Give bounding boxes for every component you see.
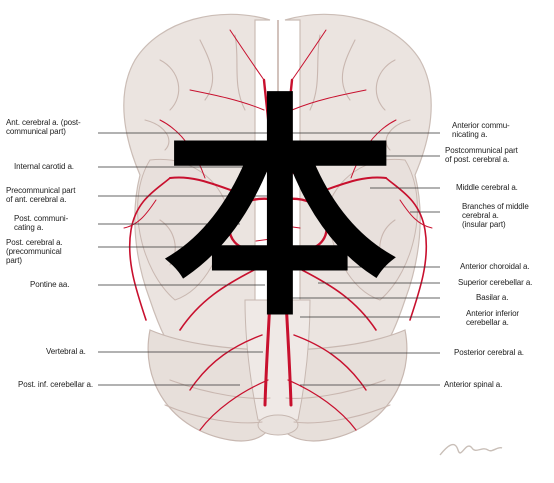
label-anterior-inferior-cerebellar: Anterior inferior cerebellar a.: [466, 309, 519, 327]
artist-signature: [440, 445, 502, 455]
label-posterior-cerebral: Posterior cerebral a.: [454, 348, 524, 357]
label-anterior-choroidal: Anterior choroidal a.: [460, 262, 530, 271]
label-postcommunical-post-cerebral: Postcommunical part of post. cerebral a.: [445, 146, 518, 164]
watermark-glyph: 本: [150, 95, 410, 325]
label-post-cerebral-precommunical: Post. cerebral a. (precommunical part): [6, 238, 63, 265]
label-anterior-spinal: Anterior spinal a.: [444, 380, 502, 389]
label-internal-carotid: Internal carotid a.: [14, 162, 74, 171]
label-post-communicating: Post. communi- cating a.: [14, 214, 68, 232]
label-basilar: Basilar a.: [476, 293, 508, 302]
label-post-inf-cerebellar: Post. inf. cerebellar a.: [18, 380, 93, 389]
label-precommunical-ant-cerebral: Precommunical part of ant. cerebral a.: [6, 186, 75, 204]
label-middle-cerebral: Middle cerebral a.: [456, 183, 518, 192]
label-pontine: Pontine aa.: [30, 280, 69, 289]
label-anterior-communicating: Anterior commu- nicating a.: [452, 121, 510, 139]
label-superior-cerebellar: Superior cerebellar a.: [458, 278, 532, 287]
label-vertebral: Vertebral a.: [46, 347, 86, 356]
label-branches-middle-cerebral: Branches of middle cerebral a. (insular …: [462, 202, 529, 229]
label-ant-cerebral-postcommunical: Ant. cerebral a. (post- communical part): [6, 118, 81, 136]
